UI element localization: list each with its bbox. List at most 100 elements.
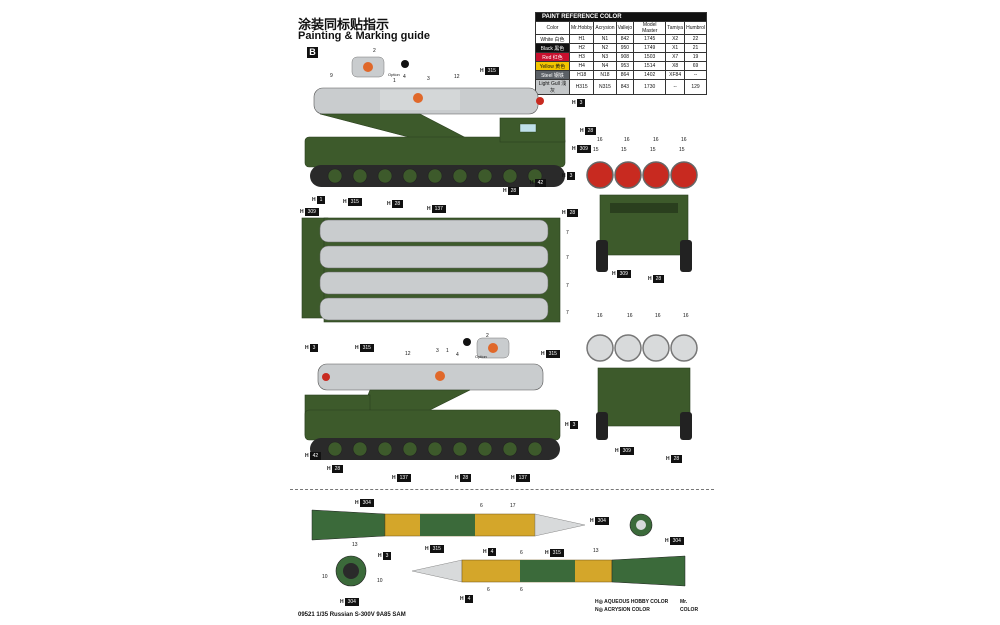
part-number-label: 12	[454, 74, 460, 80]
title-chinese: 涂装同标贴指示	[298, 17, 390, 32]
tag-prefix: H	[355, 345, 359, 351]
paint-tamiya: --	[665, 79, 686, 95]
tag-code: 315	[429, 545, 444, 553]
part-number-label: 16	[681, 137, 687, 143]
tag-prefix: H	[305, 453, 309, 459]
tag-code: 42	[309, 452, 322, 460]
tag-prefix: H	[300, 209, 304, 215]
tag-prefix: H	[666, 456, 670, 462]
part-number-label: 16	[653, 137, 659, 143]
part-number-label: 7	[566, 255, 569, 261]
tag-prefix: H	[392, 475, 396, 481]
tag-code: 309	[576, 145, 591, 153]
tag-prefix: H	[483, 549, 487, 555]
part-number-label: 15	[593, 147, 599, 153]
paint-mm: 1730	[633, 79, 667, 95]
part-number-label: 10	[322, 574, 328, 580]
tag-code: 4	[487, 548, 497, 556]
part-number-label: 16	[597, 137, 603, 143]
part-number-label: 6	[520, 587, 523, 593]
tag-code: 137	[396, 474, 411, 482]
part-number-label: 17	[510, 503, 516, 509]
tag-prefix: H	[355, 500, 359, 506]
paint-humbrol: 129	[684, 79, 707, 95]
rocket-lower	[411, 555, 686, 587]
tag-code: 28	[507, 187, 520, 195]
tag-prefix: H	[427, 206, 431, 212]
section-divider	[290, 489, 714, 490]
tag-prefix: H	[511, 475, 515, 481]
tag-prefix: H	[378, 553, 382, 559]
rocket-upper	[311, 509, 586, 541]
legend-mr-color: Mr. COLOR	[680, 599, 699, 613]
part-number-label: 1	[393, 78, 396, 84]
tag-code: 137	[515, 474, 530, 482]
tag-code: 304	[669, 537, 684, 545]
part-number-label: 6	[520, 550, 523, 556]
tag-prefix: H	[665, 538, 669, 544]
track-wheels-top	[327, 168, 543, 184]
tag-prefix: H	[460, 596, 464, 602]
part-number-label: 13	[352, 542, 358, 548]
part-number-label: 9	[330, 73, 333, 79]
tag-code: 315	[347, 198, 362, 206]
tag-prefix: H	[562, 173, 566, 179]
paint-mr: H315	[568, 79, 595, 95]
tag-code: 3	[382, 552, 392, 560]
tag-prefix: H	[503, 188, 507, 194]
tag-code: 315	[549, 549, 564, 557]
tag-code: 28	[331, 465, 344, 473]
tag-prefix: H	[590, 518, 594, 524]
tag-code: 309	[619, 447, 634, 455]
tag-code: 28	[670, 455, 683, 463]
part-number-label: 16	[655, 313, 661, 319]
tag-prefix: H	[572, 146, 576, 152]
tag-code: 28	[566, 209, 579, 217]
tag-prefix: H	[340, 599, 344, 605]
tag-code: 3	[309, 344, 319, 352]
legend-acrysion: N◎ ACRYSION COLOR	[595, 607, 650, 613]
tag-code: 304	[359, 499, 374, 507]
rocket-end-views	[335, 513, 653, 587]
part-number-label: 6	[480, 503, 483, 509]
front-view-tubes-red	[586, 161, 698, 272]
part-number-label: 16	[597, 313, 603, 319]
tag-code: 28	[584, 127, 597, 135]
front-view-tubes-grey	[586, 334, 698, 440]
tag-code: 304	[344, 598, 359, 606]
option-decal-top	[351, 56, 409, 78]
tag-prefix: H	[327, 466, 331, 472]
part-number-label: 10	[377, 578, 383, 584]
tag-prefix: H	[648, 276, 652, 282]
legend-aqueous: H◎ AQUEOUS HOBBY COLOR	[595, 599, 669, 605]
part-number-label: 2	[373, 48, 376, 54]
part-number-label: 12	[405, 351, 411, 357]
tag-code: 3	[569, 421, 579, 429]
tag-code: 315	[359, 344, 374, 352]
option-label-bottom: Option	[475, 354, 487, 359]
tag-code: 28	[391, 200, 404, 208]
